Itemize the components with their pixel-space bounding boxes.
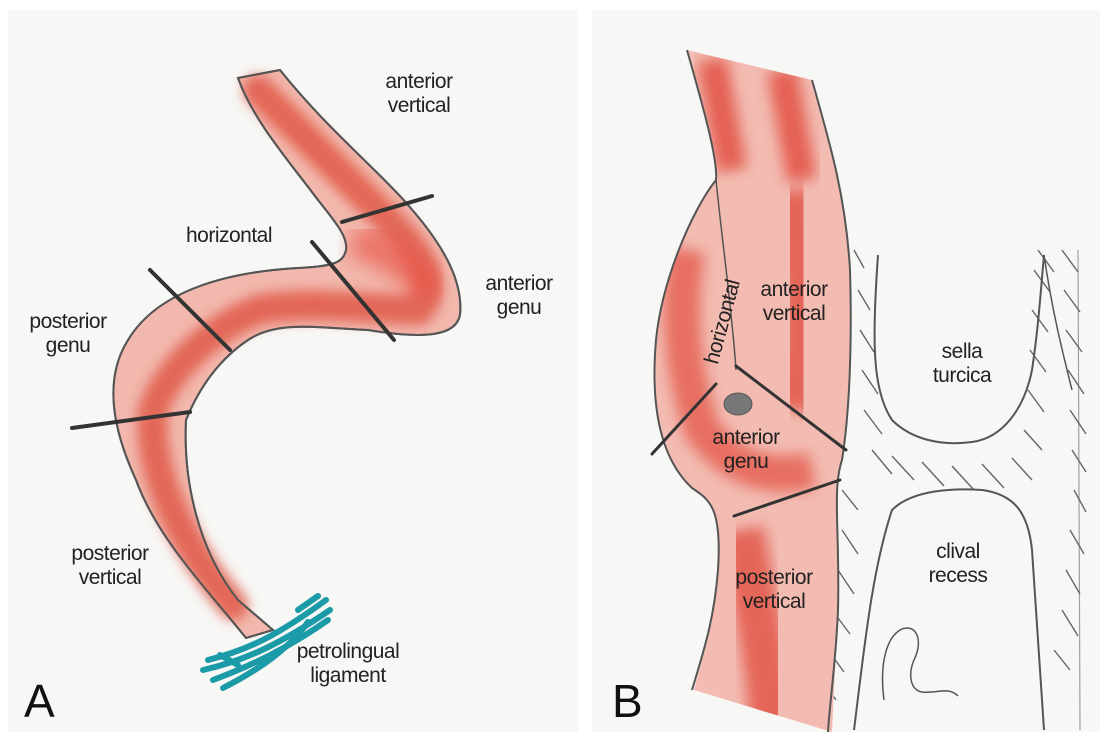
label-posterior-vertical-a: posterior vertical bbox=[60, 542, 160, 590]
label-posterior-vertical-b: posterior vertical bbox=[724, 566, 824, 614]
panel-a-diagram bbox=[8, 10, 578, 732]
label-clival-recess: clival recess bbox=[908, 540, 1008, 588]
label-horizontal-a: horizontal bbox=[174, 224, 284, 248]
panel-letter-a: A bbox=[24, 678, 55, 724]
panel-b: horizontal anterior vertical sella turci… bbox=[592, 10, 1100, 732]
bone-hatching bbox=[822, 250, 1086, 700]
panel-a: anterior vertical horizontal anterior ge… bbox=[8, 10, 578, 732]
label-sella-turcica: sella turcica bbox=[912, 340, 1012, 388]
carotid-artery-a bbox=[113, 70, 460, 638]
label-anterior-vertical-a: anterior vertical bbox=[364, 70, 474, 118]
vessel-core-a bbox=[152, 90, 427, 605]
clival-recess-outline bbox=[854, 489, 1044, 730]
label-posterior-genu-a: posterior genu bbox=[18, 310, 118, 358]
panel-letter-b: B bbox=[612, 678, 643, 724]
label-anterior-vertical-b: anterior vertical bbox=[744, 278, 844, 326]
panel-b-diagram bbox=[592, 10, 1100, 732]
genu-dot bbox=[724, 393, 752, 415]
label-petrolingual-ligament: petrolingual ligament bbox=[288, 640, 408, 688]
nerve-loop bbox=[883, 628, 958, 700]
label-anterior-genu-a: anterior genu bbox=[474, 272, 564, 320]
label-anterior-genu-b: anterior genu bbox=[696, 426, 796, 474]
